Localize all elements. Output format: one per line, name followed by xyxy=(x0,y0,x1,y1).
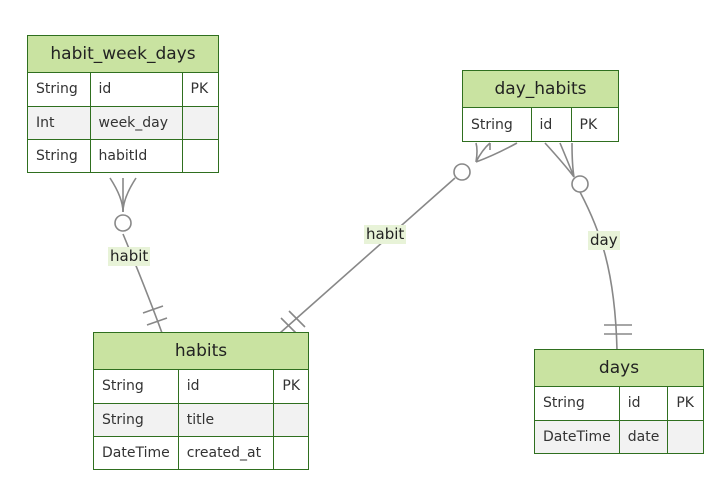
attr-type: String xyxy=(535,387,620,421)
entity-day-habits[interactable]: day_habits String id PK xyxy=(462,70,619,142)
attr-name: id xyxy=(618,387,669,421)
one-marker-habits-left-b xyxy=(146,317,168,326)
relationship-label-day-habits-days: day xyxy=(588,231,620,250)
attr-name: date xyxy=(618,419,669,453)
attr-type: String xyxy=(94,370,179,404)
table-row: String habitId xyxy=(28,138,218,172)
table-row: String id PK xyxy=(535,387,703,421)
zero-marker-day-habits-right xyxy=(571,175,589,193)
attr-type: Int xyxy=(28,105,91,140)
attr-name: id xyxy=(177,370,275,404)
table-row: Int week_day xyxy=(28,105,218,140)
table-row: DateTime created_at xyxy=(94,435,308,469)
entity-habits[interactable]: habits String id PK String title DateTim… xyxy=(93,332,309,470)
attribute-table: String id PK String title DateTime creat… xyxy=(94,370,308,469)
entity-title: habits xyxy=(94,333,308,370)
attr-type: DateTime xyxy=(535,419,620,453)
attr-key xyxy=(273,435,308,469)
entity-habit-week-days[interactable]: habit_week_days String id PK Int week_da… xyxy=(27,35,219,173)
entity-title: habit_week_days xyxy=(28,36,218,73)
attr-key: PK xyxy=(181,73,218,107)
attr-name: created_at xyxy=(177,435,275,469)
attr-key xyxy=(181,138,218,172)
attr-name: title xyxy=(177,402,275,437)
relationship-label-habit-week-days: habit xyxy=(108,247,151,266)
attr-name: week_day xyxy=(89,105,183,140)
attr-type: String xyxy=(94,402,179,437)
attr-key: PK xyxy=(667,387,703,421)
attr-name: id xyxy=(530,108,572,141)
attr-key xyxy=(181,105,218,140)
attr-type: String xyxy=(463,108,532,141)
relationship-label-day-habits-habits: habit xyxy=(364,225,407,244)
crow-foot-day-habits-right xyxy=(544,142,575,178)
attr-type: String xyxy=(28,138,91,172)
attr-name: habitId xyxy=(89,138,183,172)
edge-day-habits-to-days xyxy=(579,191,618,351)
zero-marker-habit-week-days xyxy=(114,214,132,232)
one-marker-habits-right-a xyxy=(280,317,298,335)
entity-days[interactable]: days String id PK DateTime date xyxy=(534,349,704,454)
table-row: String id PK xyxy=(463,108,618,141)
entity-title: day_habits xyxy=(463,71,618,108)
table-row: DateTime date xyxy=(535,419,703,453)
attr-key: PK xyxy=(273,370,308,404)
crow-foot-habit-week-days xyxy=(109,177,137,213)
attr-type: String xyxy=(28,73,91,107)
zero-marker-day-habits-left xyxy=(453,163,471,181)
table-row: String title xyxy=(94,402,308,437)
attr-key xyxy=(667,419,703,453)
attribute-table: String id PK xyxy=(463,108,618,141)
attr-key xyxy=(273,402,308,437)
attribute-table: String id PK DateTime date xyxy=(535,387,703,453)
attr-name: id xyxy=(89,73,183,107)
entity-title: days xyxy=(535,350,703,387)
table-row: String id PK xyxy=(94,370,308,404)
attr-key: PK xyxy=(570,108,618,141)
attr-type: DateTime xyxy=(94,435,179,469)
attribute-table: String id PK Int week_day String habitId xyxy=(28,73,218,172)
crow-foot-day-habits-left xyxy=(475,142,518,163)
edge-day-habits-to-habits xyxy=(279,143,491,334)
one-marker-habits-left-a xyxy=(142,305,164,314)
one-marker-habits-right-b xyxy=(288,310,306,328)
table-row: String id PK xyxy=(28,73,218,107)
